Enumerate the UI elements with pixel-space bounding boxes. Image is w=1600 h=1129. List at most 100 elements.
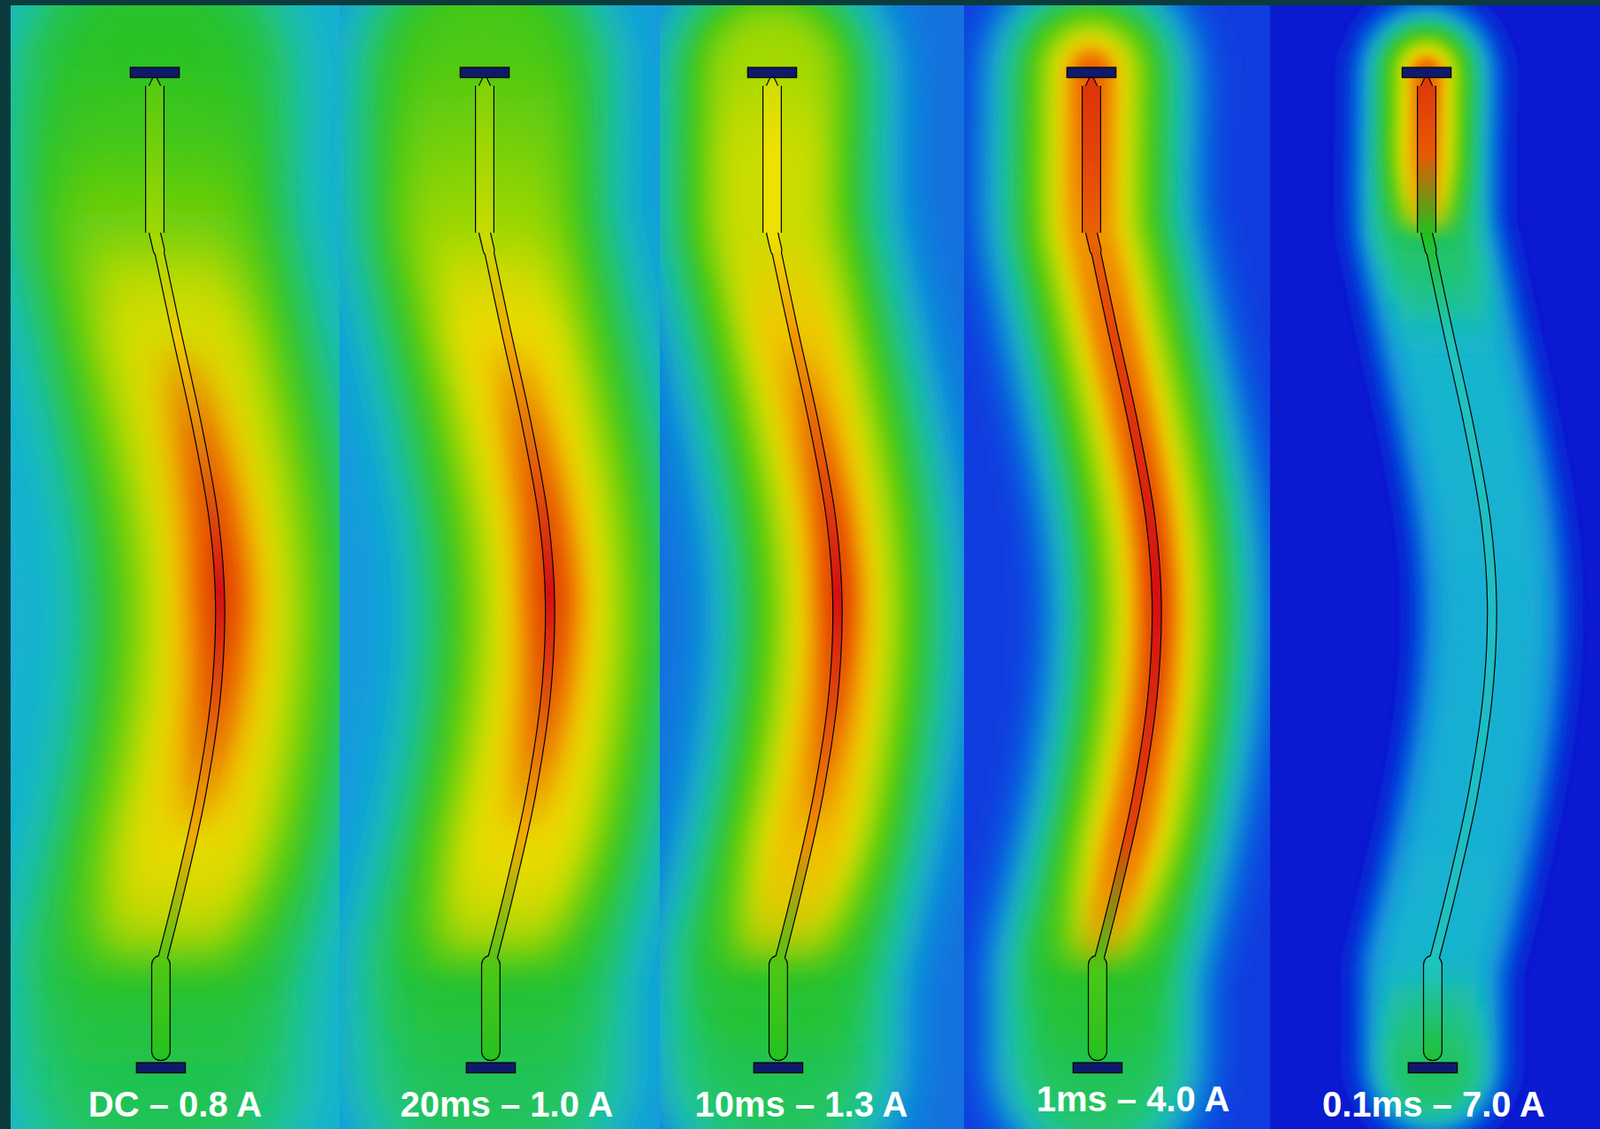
heat-contour bbox=[1090, 71, 1157, 1067]
fuse-outline bbox=[481, 964, 501, 1051]
panel-ground bbox=[10, 5, 340, 1129]
heat-contour bbox=[771, 71, 838, 1067]
heat-contour bbox=[1425, 71, 1493, 1067]
fuse-outline bbox=[1423, 964, 1443, 1051]
condition-label: DC – 0.8 A bbox=[88, 1086, 262, 1122]
fuse-outline bbox=[1431, 250, 1493, 965]
label-holder: 10ms – 1.3 A bbox=[695, 1086, 909, 1122]
fuse-element bbox=[769, 964, 788, 1051]
heat-contour bbox=[1425, 71, 1493, 1067]
label-holder: DC – 0.8 A bbox=[88, 1086, 262, 1122]
terminal-cap bbox=[459, 67, 509, 78]
heat-contour bbox=[1425, 71, 1493, 1067]
heat-contour bbox=[483, 71, 551, 1067]
terminal-cap bbox=[747, 67, 797, 78]
fuse-element bbox=[1095, 250, 1157, 965]
heat-contour bbox=[153, 71, 221, 1067]
condition-label: 0.1ms – 7.0 A bbox=[1322, 1086, 1546, 1122]
panel-ground bbox=[964, 5, 1271, 1129]
heat-contour bbox=[1090, 71, 1157, 1067]
condition-label: 1ms – 4.0 A bbox=[1036, 1080, 1231, 1117]
heat-contour bbox=[153, 71, 221, 1067]
heat-contour bbox=[771, 71, 838, 1067]
heat-contour bbox=[1090, 71, 1157, 1067]
heat-panel bbox=[659, 5, 965, 1129]
heat-contour bbox=[771, 71, 838, 1067]
terminal-cap bbox=[1401, 67, 1451, 78]
heat-contour bbox=[1090, 71, 1157, 1067]
heat-contour bbox=[1425, 71, 1493, 1067]
heat-contour bbox=[1425, 71, 1493, 1067]
heat-contour bbox=[153, 71, 221, 1067]
heat-contour bbox=[153, 71, 221, 1067]
heat-contour bbox=[771, 71, 838, 1067]
heat-contour bbox=[1425, 71, 1493, 1067]
heat-contour bbox=[771, 71, 838, 1067]
heat-contour bbox=[1425, 71, 1493, 1067]
heat-contour bbox=[483, 71, 551, 1067]
fuse-outline bbox=[762, 85, 782, 233]
terminal-cap bbox=[1066, 67, 1116, 78]
heat-contour bbox=[1090, 71, 1157, 1067]
panel-ground bbox=[1270, 5, 1600, 1129]
heat-contour bbox=[1090, 71, 1157, 1067]
heat-contour bbox=[771, 71, 838, 1067]
fuse-element bbox=[489, 250, 551, 965]
fuse-element bbox=[475, 85, 494, 233]
heat-contour bbox=[1425, 71, 1493, 1067]
heat-contour bbox=[1090, 71, 1157, 1067]
heat-contour bbox=[1090, 71, 1157, 1067]
heat-contour bbox=[1425, 71, 1493, 1067]
heat-contour bbox=[1090, 71, 1157, 1067]
heat-contour bbox=[771, 71, 838, 1067]
heat-contour bbox=[1090, 71, 1157, 1067]
heat-contour bbox=[1425, 71, 1493, 1067]
heat-contour bbox=[1425, 71, 1493, 1067]
heat-contour bbox=[1425, 71, 1493, 1067]
heat-panel bbox=[339, 5, 660, 1129]
heat-contour bbox=[483, 71, 551, 1067]
heat-contour bbox=[483, 71, 551, 1067]
terminal-cap bbox=[1072, 1062, 1122, 1073]
heat-panel bbox=[10, 5, 340, 1129]
heat-contour bbox=[153, 71, 221, 1067]
heat-contour bbox=[153, 71, 221, 1067]
heat-contour bbox=[483, 71, 551, 1067]
heat-contour bbox=[1425, 71, 1493, 1067]
heat-contour bbox=[771, 71, 838, 1067]
heat-contour bbox=[1425, 71, 1493, 1067]
heat-contour bbox=[1425, 71, 1493, 1067]
terminal-cap bbox=[136, 1062, 185, 1073]
fuse-outline bbox=[768, 964, 789, 1051]
fuse-element bbox=[1082, 85, 1101, 233]
label-holder: 0.1ms – 7.0 A bbox=[1322, 1086, 1546, 1122]
condition-label: 20ms – 1.0 A bbox=[400, 1086, 614, 1122]
heat-contour bbox=[483, 71, 551, 1067]
heat-contour bbox=[483, 71, 551, 1067]
fuse-element bbox=[1088, 964, 1107, 1051]
heat-contour bbox=[1425, 71, 1493, 1067]
heat-panel bbox=[1270, 5, 1600, 1129]
heat-contour bbox=[483, 71, 551, 1067]
heat-contour bbox=[771, 71, 838, 1067]
heat-contour bbox=[1090, 71, 1157, 1067]
heat-contour bbox=[1425, 71, 1493, 1067]
heat-contour bbox=[1090, 71, 1157, 1067]
label-holder: 1ms – 4.0 A bbox=[1036, 1080, 1231, 1117]
heat-contour bbox=[1425, 71, 1493, 1067]
heat-contour bbox=[1090, 71, 1157, 1067]
heat-contour bbox=[771, 71, 838, 1067]
heat-contour bbox=[153, 71, 221, 1067]
heat-contour bbox=[771, 71, 838, 1067]
fuse-outline bbox=[1416, 85, 1437, 233]
heat-contour bbox=[771, 71, 838, 1067]
heat-contour bbox=[1090, 71, 1157, 1067]
fuse-element bbox=[159, 250, 221, 965]
fuse-element bbox=[145, 85, 164, 233]
heat-contour bbox=[483, 71, 551, 1067]
heat-contour bbox=[771, 71, 838, 1067]
fuse-outline bbox=[1095, 250, 1157, 965]
